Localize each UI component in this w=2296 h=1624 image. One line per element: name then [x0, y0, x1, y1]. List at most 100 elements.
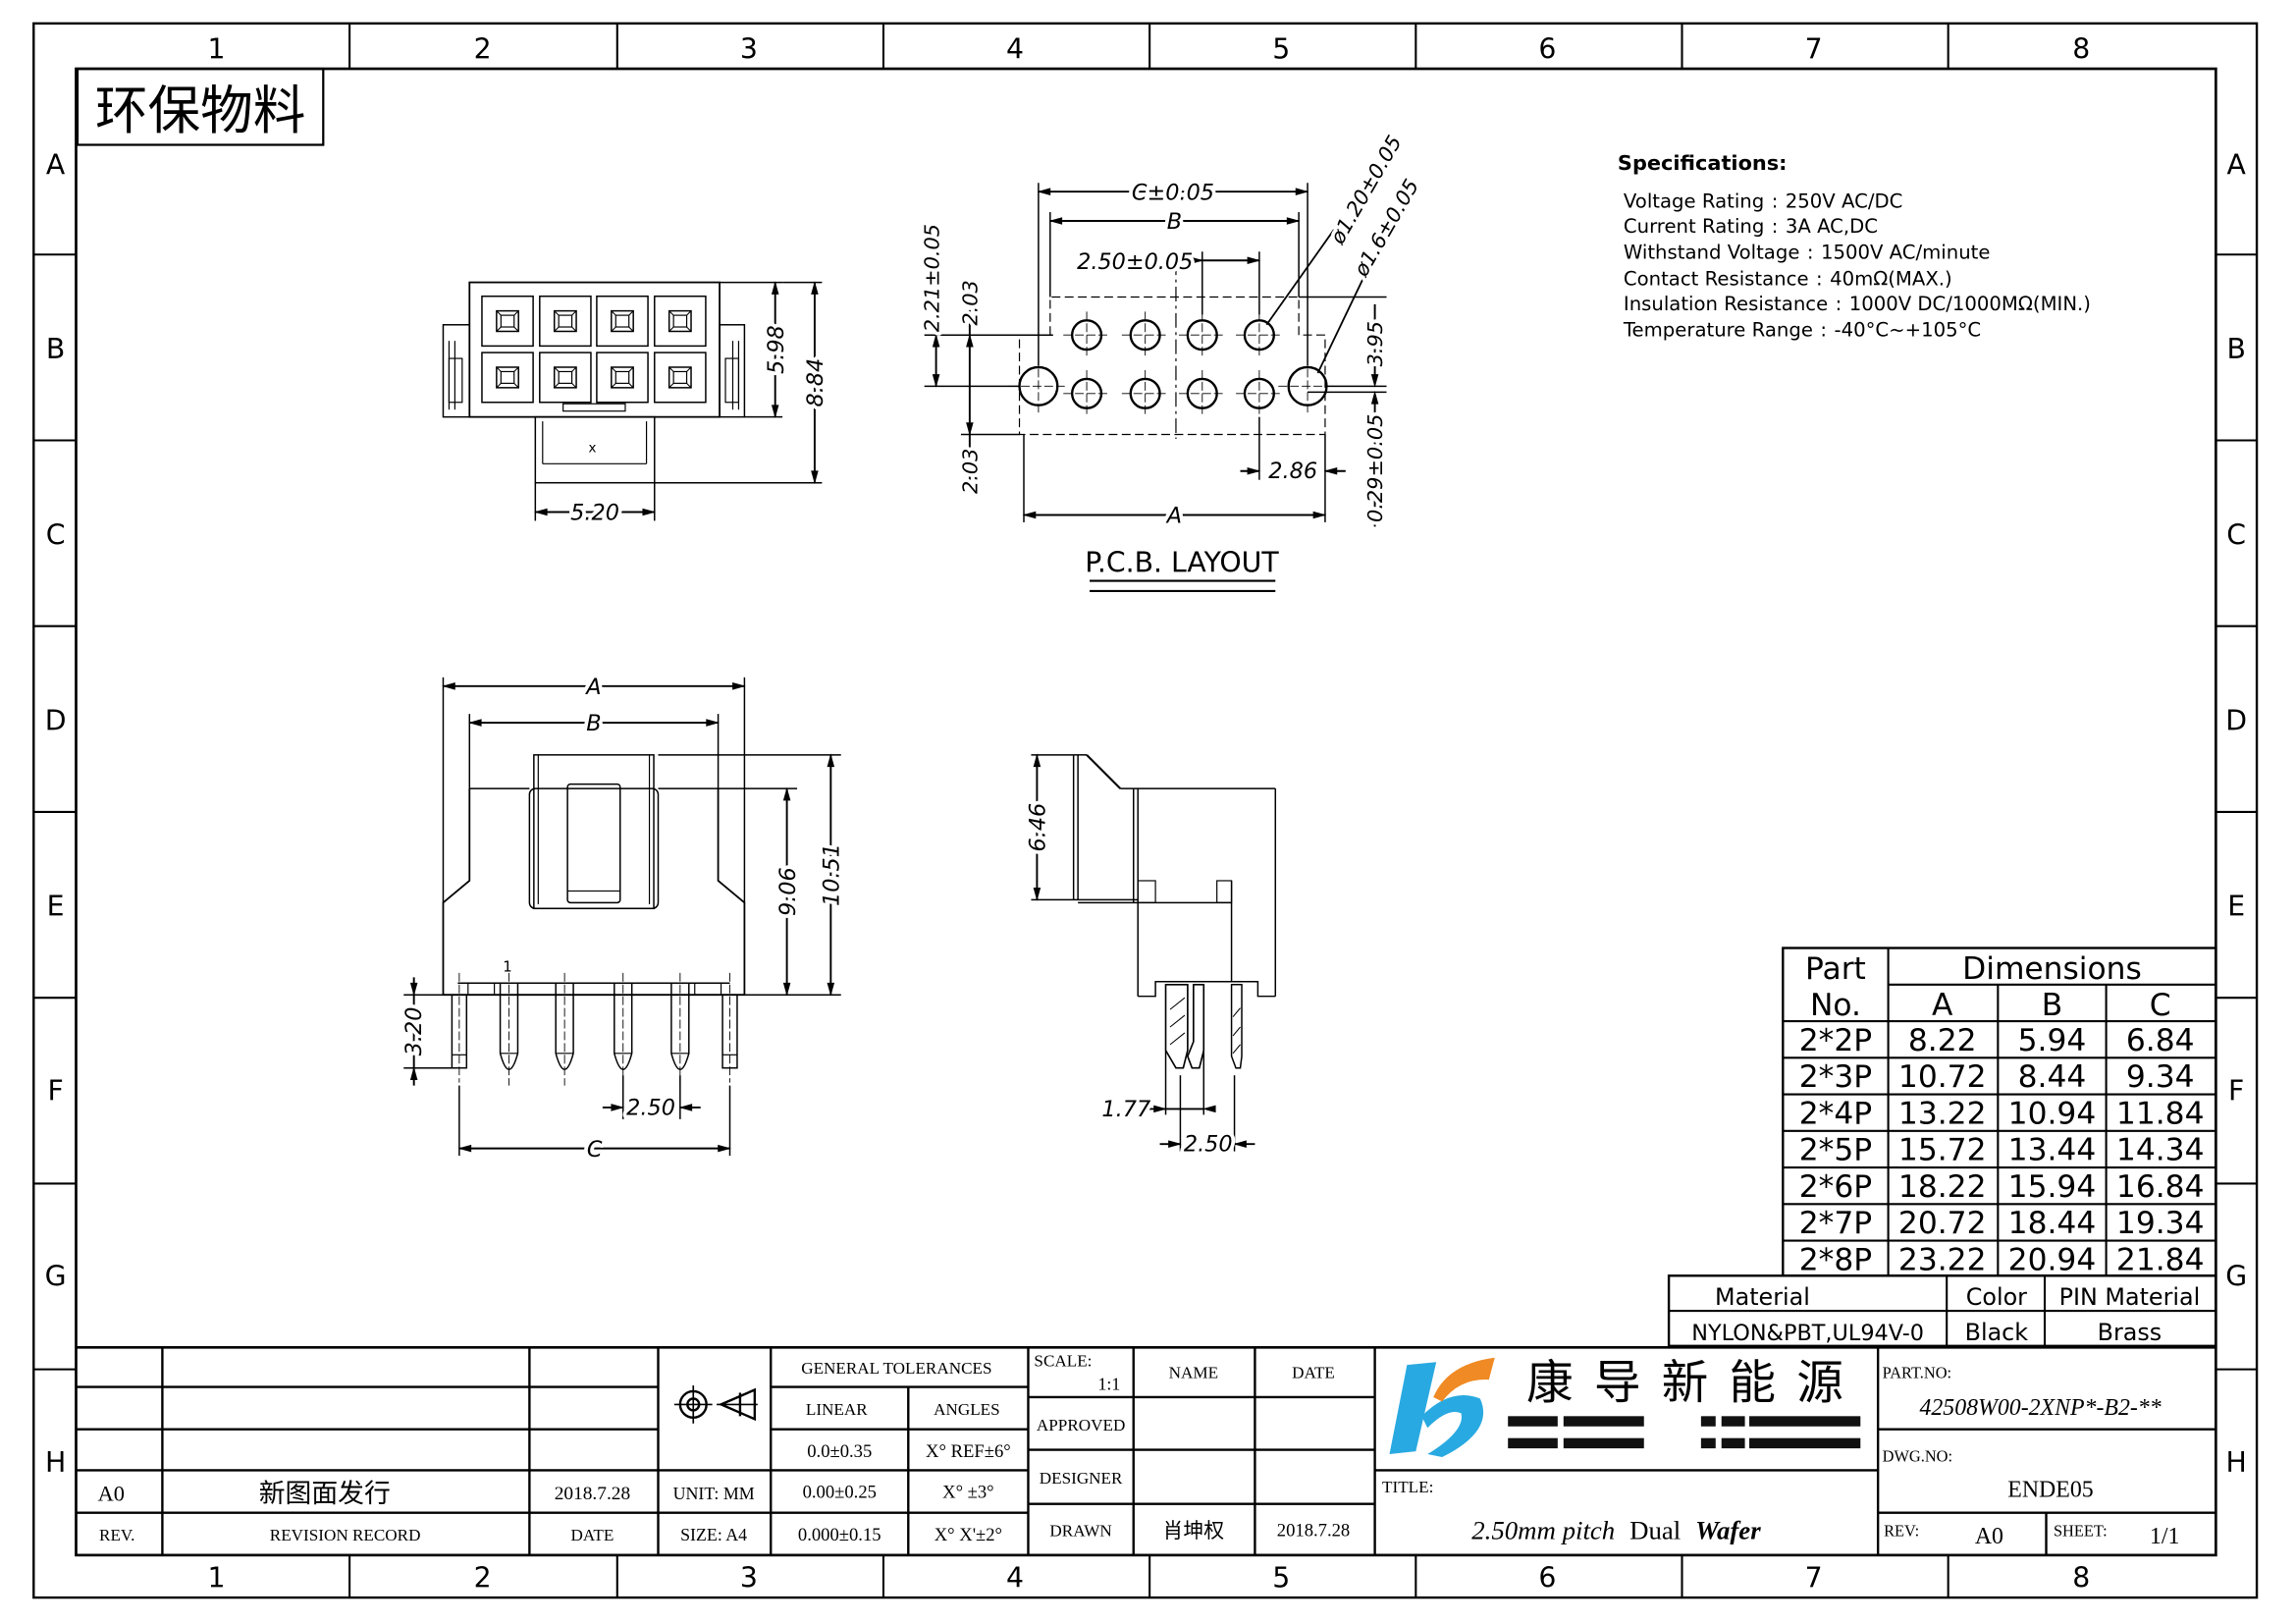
- color-value: Black: [1965, 1319, 2029, 1346]
- terminal-square: [667, 309, 692, 333]
- grid-row-label: C: [2226, 518, 2246, 551]
- terminal-edge: [686, 326, 692, 332]
- pin-hatch: [1232, 1044, 1241, 1055]
- table-cell-b: 5.94: [2018, 1023, 2087, 1058]
- dim-2-50: 2.50: [626, 1095, 675, 1120]
- arrowhead: [1312, 511, 1327, 519]
- terminal-edge: [496, 366, 502, 372]
- pin-1-label: 1: [503, 957, 511, 975]
- dim-3-95: 3.95: [1363, 321, 1387, 366]
- terminal-inner: [614, 314, 630, 328]
- spec-label: Insulation Resistance: [1624, 293, 1828, 315]
- arrowhead: [1037, 188, 1051, 195]
- company-name: 康 导 新 能 源: [1526, 1356, 1846, 1410]
- pin-hatch: [1232, 1007, 1241, 1017]
- arrowhead: [782, 982, 791, 997]
- terminal-square: [553, 366, 577, 389]
- arrowhead: [1323, 467, 1338, 475]
- revision-date: 2018.7.28: [555, 1484, 630, 1504]
- grid-row-label: B: [2226, 333, 2245, 365]
- grid-row-label: G: [2225, 1261, 2247, 1293]
- arrowhead: [1201, 1105, 1216, 1113]
- arrowhead: [611, 1104, 625, 1111]
- terminal-edge: [554, 366, 560, 372]
- terminal-square: [611, 309, 634, 333]
- contact-info-line: [1700, 1416, 1716, 1427]
- pin-hatch: [1169, 997, 1186, 1010]
- color-header: Color: [1966, 1283, 2027, 1311]
- table-cell-part: 2*5P: [1799, 1133, 1872, 1168]
- terminal-edge: [571, 366, 577, 372]
- spec-line: Withstand Voltage:1500V AC/minute: [1624, 242, 1991, 264]
- terminal-square: [496, 309, 519, 333]
- title-label: TITLE:: [1382, 1478, 1433, 1496]
- material-value: NYLON&PBT,UL94V-0: [1691, 1321, 1924, 1346]
- linear-tolerance: 0.000±0.15: [798, 1525, 881, 1545]
- arrowhead: [642, 508, 657, 516]
- terminal-edge: [668, 366, 674, 372]
- part-number: 42508W00-2XNP*-B2-**: [1919, 1395, 2161, 1421]
- angle-tolerance: X° REF±6°: [926, 1441, 1011, 1462]
- terminal-edge: [611, 366, 616, 372]
- sheet-label: SHEET:: [2054, 1522, 2108, 1541]
- pin-hatch: [1232, 1026, 1241, 1037]
- cavity: [654, 352, 707, 404]
- terminal-edge: [513, 326, 519, 332]
- terminal-edge: [628, 326, 634, 332]
- body-bottom: [1138, 981, 1276, 998]
- table-cell-b: 8.44: [2018, 1059, 2087, 1095]
- terminal-edge: [513, 383, 519, 389]
- grid-column-label: 1: [208, 1562, 226, 1595]
- arrowhead: [1295, 188, 1309, 195]
- terminal-edge: [611, 326, 616, 332]
- arrowhead: [966, 333, 974, 348]
- dim-2-03-lower: 2.03: [958, 449, 982, 494]
- arrowhead: [1233, 1140, 1247, 1148]
- arrowhead: [827, 982, 835, 997]
- pcb-layout-title: P.C.B. LAYOUT: [1085, 547, 1279, 579]
- arrowhead: [409, 982, 418, 997]
- table-cell-part: 2*2P: [1799, 1023, 1872, 1058]
- table-cell-b: 13.44: [2008, 1133, 2097, 1168]
- dim-0-29: 0.29±0.05: [1363, 414, 1387, 522]
- flange-chamfer: [1086, 754, 1122, 789]
- standoff: [467, 982, 496, 996]
- arrowhead: [678, 1104, 693, 1111]
- grid-column-label: 5: [1272, 33, 1290, 66]
- grid-column-label: 6: [1538, 33, 1556, 66]
- revision-record: 新图面发行: [259, 1479, 391, 1508]
- table-cell-a: 15.72: [1898, 1133, 1987, 1168]
- spec-separator: :: [1816, 268, 1823, 291]
- spec-label: Temperature Range: [1623, 319, 1813, 342]
- spec-line: Voltage Rating:250V AC/DC: [1624, 190, 1902, 213]
- dim-1-77: 1.77: [1101, 1097, 1151, 1122]
- table-cell-a: 18.22: [1898, 1169, 1987, 1205]
- part-no-label: PART.NO:: [1883, 1364, 1951, 1382]
- material-header: Material: [1715, 1283, 1810, 1311]
- terminal-square: [611, 366, 634, 389]
- dim-2-86: 2.86: [1268, 459, 1317, 484]
- general-tolerances-title: GENERAL TOLERANCES: [801, 1359, 991, 1378]
- arrowhead: [533, 508, 548, 516]
- contact-info-line: [1700, 1437, 1716, 1449]
- arrowhead: [409, 1066, 418, 1080]
- drawn-name: 肖坤权: [1163, 1519, 1225, 1543]
- drawing-title-part: 2.50mm pitch: [1471, 1515, 1615, 1544]
- arrowhead: [966, 422, 974, 436]
- terminal-square: [553, 309, 577, 333]
- latch-base: [528, 787, 660, 910]
- contact-pin: [1164, 983, 1189, 1069]
- terminal-edge: [628, 383, 634, 389]
- rib: [1137, 880, 1156, 903]
- dim-c: C±0.05: [1132, 180, 1214, 205]
- spec-separator: :: [1836, 293, 1842, 315]
- arrowhead: [782, 786, 791, 801]
- arrowhead: [1033, 753, 1041, 768]
- grid-row-label: B: [46, 333, 65, 365]
- eco-material-stamp-box: [76, 67, 325, 146]
- cavity: [539, 352, 592, 404]
- contact-info-line: [1508, 1416, 1558, 1427]
- company-logo-swoosh-icon: [1433, 1357, 1495, 1402]
